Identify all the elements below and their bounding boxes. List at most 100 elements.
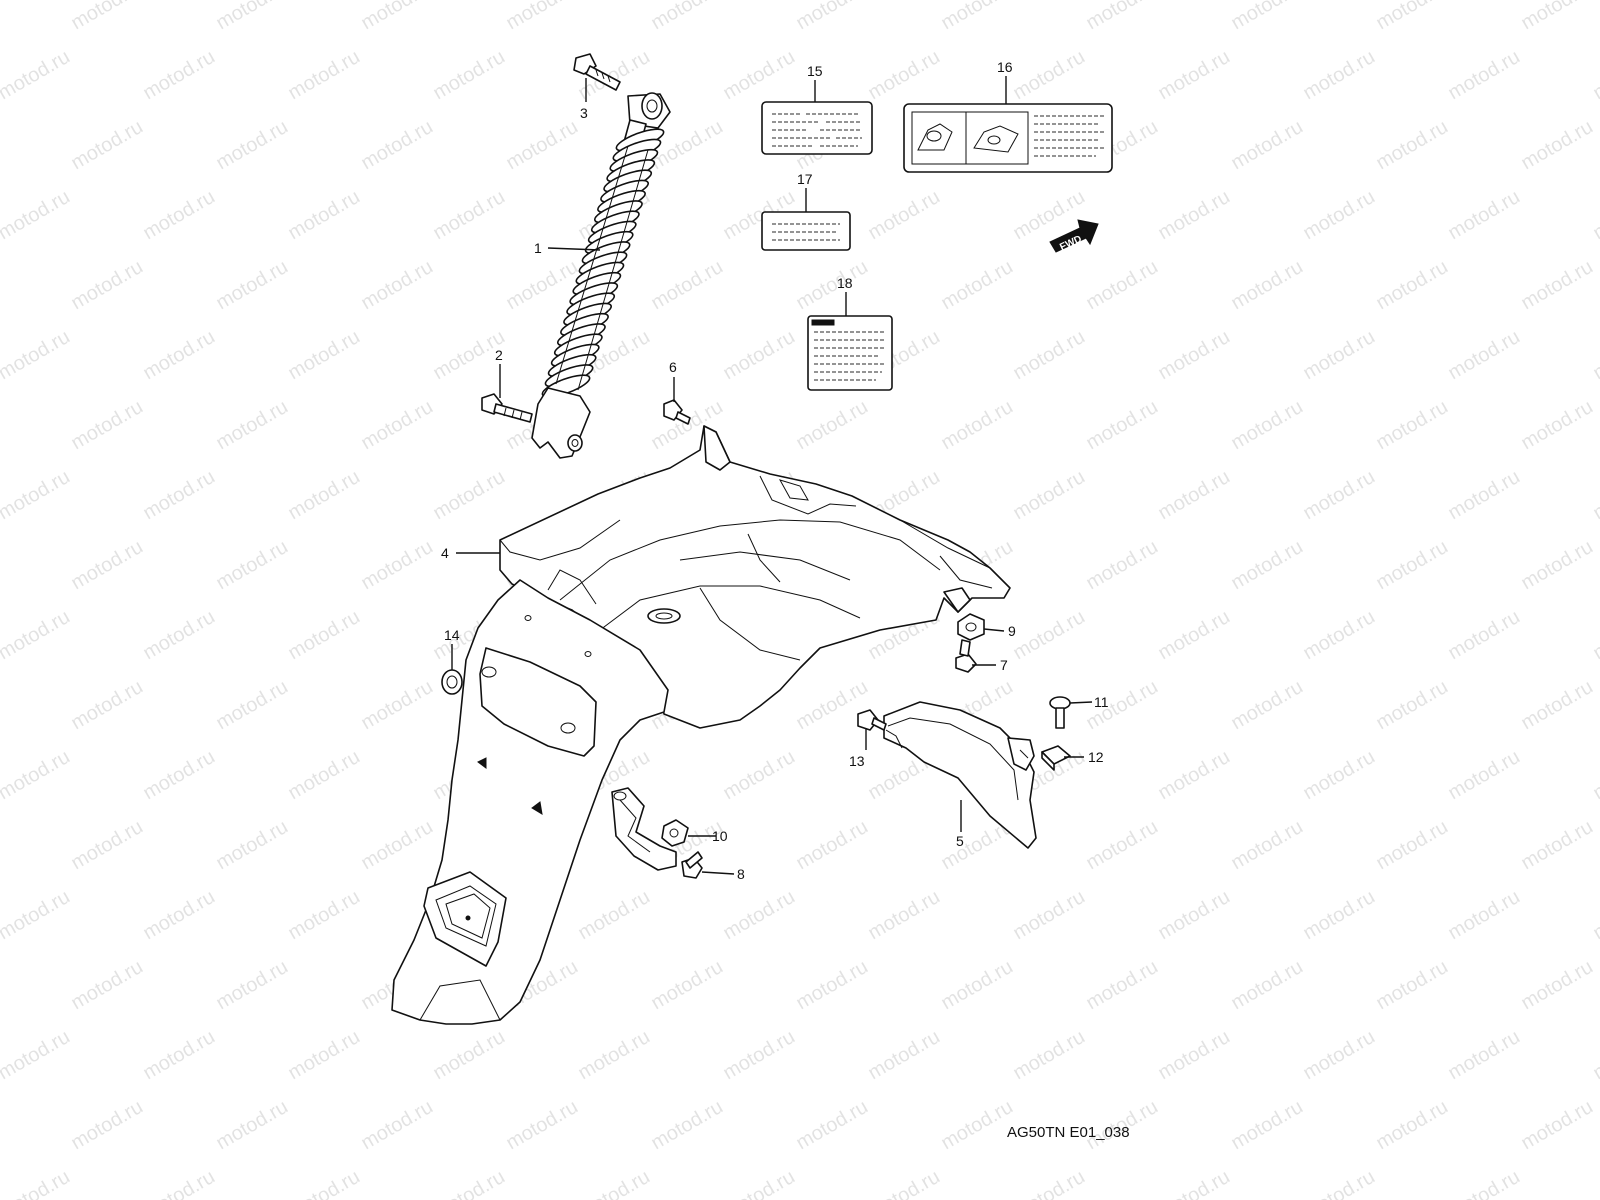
watermark-text: motod.ru: [864, 886, 943, 945]
watermark-text: motod.ru: [1444, 1166, 1523, 1200]
watermark-text: motod.ru: [357, 536, 436, 595]
watermark-text: motod.ru: [1154, 1026, 1233, 1085]
nut-9[interactable]: [957, 613, 985, 641]
watermark-text: motod.ru: [0, 1026, 74, 1085]
watermark-text: motod.ru: [1372, 0, 1451, 34]
watermark-text: motod.ru: [1227, 256, 1306, 315]
callout-1: 1: [534, 240, 542, 256]
watermark-text: motod.ru: [67, 396, 146, 455]
leader-lines: [451, 76, 1093, 875]
watermark-text: motod.ru: [1227, 396, 1306, 455]
watermark-text: motod.ru: [1444, 1026, 1523, 1085]
watermark-text: motod.ru: [864, 46, 943, 105]
watermark-text: motod.ru: [864, 186, 943, 245]
watermark-text: motod.ru: [1372, 816, 1451, 875]
watermark-text: motod.ru: [1444, 326, 1523, 385]
callout-17: 17: [797, 171, 813, 187]
watermark-text: motod.ru: [212, 0, 291, 34]
watermark-text: motod.ru: [1227, 536, 1306, 595]
watermark-text: motod.ru: [1009, 46, 1088, 105]
watermark-text: motod.ru: [1009, 326, 1088, 385]
watermark-text: motod.ru: [937, 956, 1016, 1015]
watermark-text: motod.ru: [574, 1026, 653, 1085]
watermark-text: motod.ru: [1154, 186, 1233, 245]
rear-fender[interactable]: [391, 425, 1011, 1025]
watermark-text: motod.ru: [1517, 0, 1596, 34]
watermark-text: motod.ru: [1589, 1026, 1600, 1085]
watermark-text: motod.ru: [0, 46, 74, 105]
watermark-text: motod.ru: [1299, 746, 1378, 805]
watermark-text: motod.ru: [1589, 1166, 1600, 1200]
nut-12[interactable]: [1041, 745, 1071, 771]
watermark-text: motod.ru: [284, 746, 363, 805]
watermark-text: motod.ru: [1444, 466, 1523, 525]
watermark-text: motod.ru: [1444, 606, 1523, 665]
watermark-text: motod.ru: [1009, 466, 1088, 525]
watermark-text: motod.ru: [0, 956, 2, 1015]
watermark-text: motod.ru: [284, 1166, 363, 1200]
callout-11: 11: [1094, 694, 1109, 710]
screw-11[interactable]: [1049, 696, 1071, 729]
watermark-text: motod.ru: [1227, 676, 1306, 735]
watermark-text: motod.ru: [1154, 886, 1233, 945]
callout-numbers: 1 2 3 4 5 6 7 8 9 10 11 12 13 14 15 16 1…: [441, 59, 1109, 882]
bolt-6[interactable]: [663, 399, 691, 425]
callout-10: 10: [712, 828, 728, 844]
watermark-text: motod.ru: [0, 186, 74, 245]
watermark-text: motod.ru: [139, 46, 218, 105]
watermark-text: motod.ru: [0, 116, 2, 175]
watermark-text: motod.ru: [937, 396, 1016, 455]
shock-lower-bolt[interactable]: [481, 393, 533, 423]
callout-2: 2: [495, 347, 503, 363]
watermark-text: motod.ru: [1589, 186, 1600, 245]
watermark-text: motod.ru: [67, 256, 146, 315]
watermark-text: motod.ru: [0, 816, 2, 875]
reflector[interactable]: [441, 669, 463, 695]
watermark-text: motod.ru: [937, 1096, 1016, 1155]
watermark-text: motod.ru: [792, 0, 871, 34]
watermark-text: motod.ru: [284, 1026, 363, 1085]
watermark-text: motod.ru: [0, 1096, 2, 1155]
bolt-8[interactable]: [681, 851, 703, 879]
nut-10[interactable]: [661, 819, 689, 847]
watermark-text: motod.ru: [792, 816, 871, 875]
watermark-text: motod.ru: [0, 606, 74, 665]
label-18[interactable]: [807, 315, 893, 391]
watermark-text: motod.ru: [1444, 746, 1523, 805]
shock-upper-bolt[interactable]: [573, 53, 621, 91]
watermark-text: motod.ru: [1082, 536, 1161, 595]
bolt-7[interactable]: [955, 639, 977, 673]
watermark-text: motod.ru: [284, 466, 363, 525]
watermark-text: motod.ru: [1444, 886, 1523, 945]
label-17[interactable]: [761, 211, 851, 251]
watermark-text: motod.ru: [139, 1166, 218, 1200]
watermark-text: motod.ru: [357, 816, 436, 875]
watermark-text: motod.ru: [1299, 46, 1378, 105]
callout-18: 18: [837, 275, 853, 291]
label-16[interactable]: [903, 103, 1113, 173]
watermark-text: motod.ru: [647, 0, 726, 34]
watermark-text: motod.ru: [67, 0, 146, 34]
watermark-text: motod.ru: [1082, 816, 1161, 875]
watermark-text: motod.ru: [357, 1096, 436, 1155]
watermark-text: motod.ru: [1227, 816, 1306, 875]
callout-9: 9: [1008, 623, 1016, 639]
rear-mudguard[interactable]: [883, 701, 1037, 849]
watermark-text: motod.ru: [719, 886, 798, 945]
watermark-text: motod.ru: [647, 956, 726, 1015]
watermark-text: motod.ru: [0, 396, 2, 455]
label-15[interactable]: [761, 101, 873, 155]
watermark-text: motod.ru: [1227, 0, 1306, 34]
rear-shock-absorber[interactable]: [531, 92, 671, 459]
watermark-text: motod.ru: [1154, 326, 1233, 385]
callout-4: 4: [441, 545, 449, 561]
watermark-text: motod.ru: [1227, 116, 1306, 175]
bolt-13[interactable]: [857, 709, 887, 731]
watermark-text: motod.ru: [139, 606, 218, 665]
watermark-text: motod.ru: [1154, 746, 1233, 805]
watermark-text: motod.ru: [429, 1166, 508, 1200]
watermark-text: motod.ru: [139, 326, 218, 385]
watermark-text: motod.ru: [1589, 46, 1600, 105]
watermark-text: motod.ru: [647, 1096, 726, 1155]
mud-flap-bracket[interactable]: [611, 787, 677, 871]
